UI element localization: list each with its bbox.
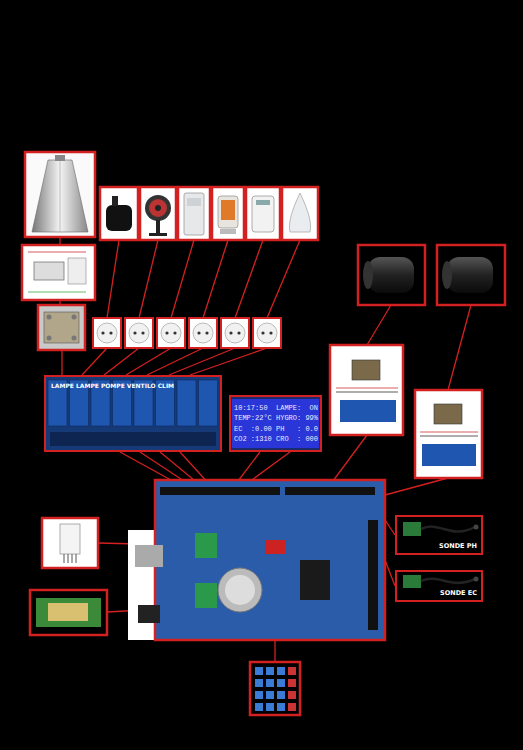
probe-box: SONDE EC — [395, 570, 483, 602]
relay-label: CLIM — [158, 383, 174, 390]
relay-board: LAMPELAMPEPOMPEVENTILOCLIM — [44, 375, 222, 452]
lcd-line: CO2 :1310 CRO : 000 — [234, 434, 317, 444]
lcd-screen: 10:17:50 LAMPE: ONTEMP:22°C HYGRO: 99%EC… — [229, 395, 322, 452]
relay-label: LAMPE — [51, 383, 74, 390]
relay-label: LAMPE — [76, 383, 99, 390]
relay-label: VENTILO — [127, 383, 156, 390]
lcd-line: TEMP:22°C HYGRO: 99% — [234, 413, 317, 423]
probe-label: SONDE PH — [439, 543, 477, 551]
lcd-line: EC :0.00 PH : 0.0 — [234, 424, 317, 434]
probe-label: SONDE EC — [440, 590, 477, 598]
relay-label: POMPE — [101, 383, 125, 390]
lcd-line: 10:17:50 LAMPE: ON — [234, 403, 317, 413]
probe-box: SONDE PH — [395, 515, 483, 555]
